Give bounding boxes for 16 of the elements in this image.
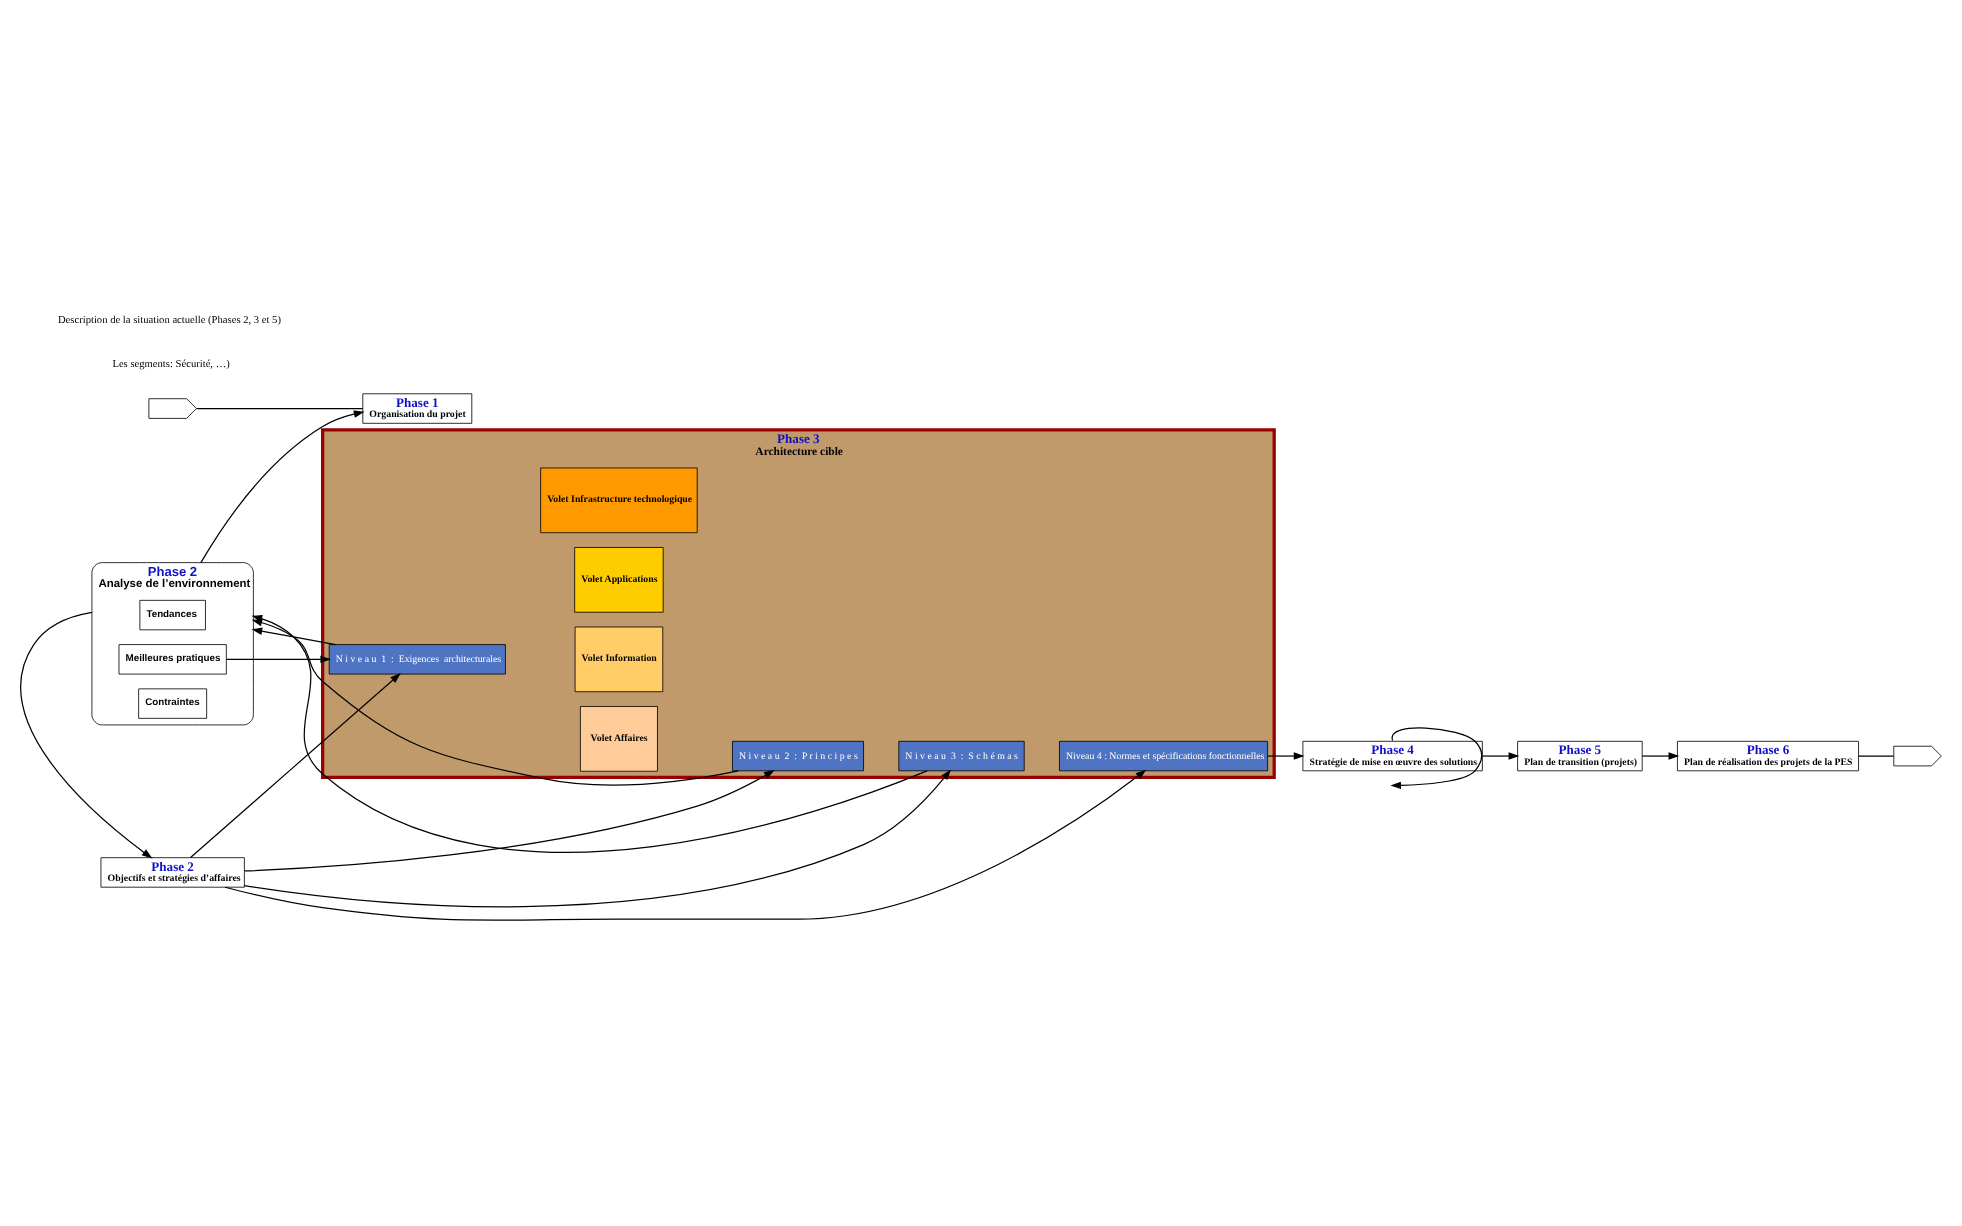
connector bbox=[1858, 755, 1895, 757]
node-chevron bbox=[148, 398, 197, 419]
arrow bbox=[1390, 727, 1483, 790]
node-chevron bbox=[1893, 745, 1942, 767]
arrow bbox=[1267, 752, 1305, 760]
arrow bbox=[243, 770, 775, 872]
arrow bbox=[225, 655, 332, 664]
arrow bbox=[251, 627, 337, 646]
arrow bbox=[243, 769, 951, 908]
connector bbox=[195, 407, 364, 410]
arrow bbox=[189, 673, 401, 859]
arrow bbox=[1641, 752, 1680, 760]
arrow bbox=[200, 410, 365, 564]
arrow bbox=[1481, 752, 1520, 760]
arrow bbox=[224, 769, 1147, 921]
arrow bbox=[20, 611, 153, 859]
